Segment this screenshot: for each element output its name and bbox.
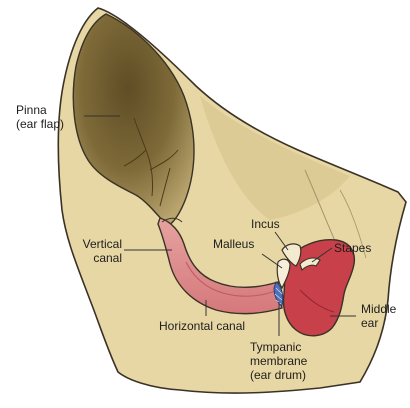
label-vertical-canal-line1: Vertical: [60, 237, 122, 251]
label-horizontal-canal-text: Horizontal canal: [159, 319, 245, 333]
label-incus-text: Incus: [251, 217, 280, 231]
label-tympanic-membrane: Tympanic membrane (ear drum): [250, 340, 307, 382]
label-pinna-line2: (ear flap): [16, 117, 64, 131]
label-malleus: Malleus: [213, 237, 254, 251]
label-stapes-text: Stapes: [334, 241, 371, 255]
label-tympanic-line3: (ear drum): [250, 368, 307, 382]
label-tympanic-line1: Tympanic: [250, 340, 307, 354]
label-middle-ear-line2: ear: [361, 316, 396, 330]
label-middle-ear-line1: Middle: [361, 302, 396, 316]
label-incus: Incus: [251, 217, 280, 231]
label-pinna-line1: Pinna: [16, 103, 64, 117]
label-tympanic-line2: membrane: [250, 354, 307, 368]
label-malleus-text: Malleus: [213, 237, 254, 251]
label-stapes: Stapes: [334, 241, 371, 255]
label-horizontal-canal: Horizontal canal: [159, 319, 245, 333]
label-middle-ear: Middle ear: [361, 302, 396, 330]
label-vertical-canal: Vertical canal: [60, 237, 122, 265]
label-pinna: Pinna (ear flap): [16, 103, 64, 131]
label-vertical-canal-line2: canal: [60, 251, 122, 265]
